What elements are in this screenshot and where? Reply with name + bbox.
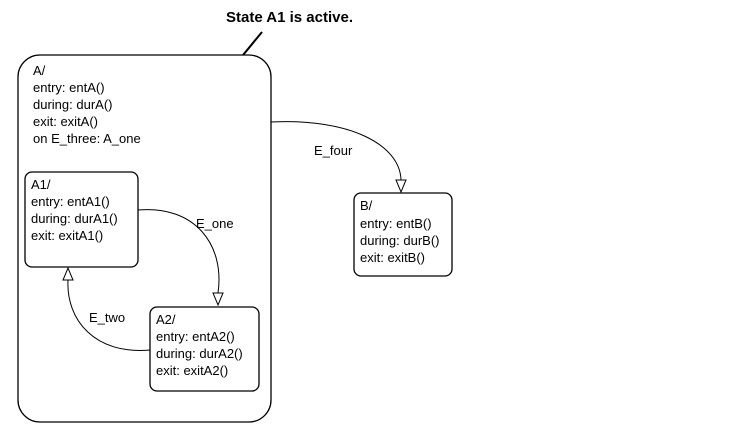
state-a1[interactable]: A1/ entry: entA1() during: durA1() exit:… [24, 171, 139, 268]
state-a1-entry: entry: entA1() [31, 194, 110, 209]
state-b-entry: entry: entB() [360, 216, 432, 231]
transition-e-one-arrowhead [212, 292, 224, 307]
state-a-on-event: on E_three: A_one [33, 131, 141, 146]
state-a2-exit: exit: exitA2() [156, 363, 228, 378]
state-b-exit: exit: exitB() [360, 250, 425, 265]
state-a1-during: during: durA1() [31, 211, 118, 226]
state-a1-exit: exit: exitA1() [31, 228, 103, 243]
transition-e-one-path[interactable] [137, 209, 220, 294]
transition-e-four-label: E_four [314, 143, 353, 158]
state-a1-box[interactable] [24, 171, 139, 268]
transition-e-two[interactable]: E_two [62, 266, 151, 351]
state-a-exit: exit: exitA() [33, 114, 98, 129]
transition-e-two-label: E_two [89, 310, 125, 325]
state-a2-box[interactable] [149, 306, 260, 392]
state-b-during: during: durB() [360, 233, 439, 248]
state-a2[interactable]: A2/ entry: entA2() during: durA2() exit:… [149, 306, 260, 392]
transition-e-one[interactable]: E_one [137, 209, 234, 307]
state-a2-name: A2/ [156, 312, 176, 327]
state-a2-during: during: durA2() [156, 346, 243, 361]
transition-e-two-path[interactable] [67, 279, 151, 351]
transition-e-four-path[interactable] [270, 121, 402, 181]
state-a2-entry: entry: entA2() [156, 329, 235, 344]
state-b[interactable]: B/ entry: entB() during: durB() exit: ex… [353, 192, 453, 277]
state-a-name: A/ [33, 63, 46, 78]
state-b-name: B/ [360, 198, 373, 213]
state-a-entry: entry: entA() [33, 80, 105, 95]
state-a-during: during: durA() [33, 97, 112, 112]
callout-text: State A1 is active. [226, 9, 353, 26]
state-b-box[interactable] [353, 192, 453, 277]
transition-e-four-arrowhead [395, 179, 407, 194]
transition-e-four[interactable]: E_four [270, 121, 407, 194]
state-a1-name: A1/ [31, 177, 51, 192]
transition-e-two-arrowhead [62, 266, 74, 281]
transition-e-one-label: E_one [196, 216, 234, 231]
